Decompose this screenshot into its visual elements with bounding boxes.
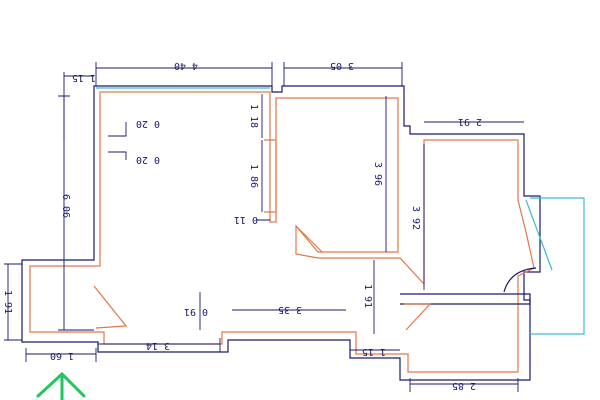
dim-corner-top: 1 15 bbox=[72, 72, 96, 83]
dim-line-top-right bbox=[283, 62, 403, 86]
dim-small-a: 0 20 bbox=[136, 118, 160, 129]
dim-bottom-center-width: 3 35 bbox=[278, 304, 302, 315]
dim-line-top-left bbox=[95, 62, 273, 86]
dim-line-small bbox=[108, 122, 127, 160]
dim-bottom-mid-width: 3 14 bbox=[146, 340, 170, 351]
dim-line-bottom-mid bbox=[98, 338, 221, 352]
dim-bottom-step: 1 15 bbox=[362, 346, 386, 357]
dim-top-left-width: 4 40 bbox=[174, 60, 198, 71]
north-arrow-icon bbox=[36, 371, 86, 400]
dim-top-right-width: 3 05 bbox=[330, 60, 354, 71]
dim-right-room-height: 3 96 bbox=[372, 162, 383, 186]
corridor-wall bbox=[400, 293, 531, 305]
accent-wall-right bbox=[525, 199, 553, 271]
dim-small-b: 0 20 bbox=[136, 154, 160, 165]
dim-partition-top: 1 18 bbox=[248, 104, 259, 128]
dim-line-bottom-right bbox=[409, 378, 519, 392]
dim-bottom-left-width: 1 60 bbox=[50, 350, 74, 361]
dim-line-left bbox=[58, 95, 94, 331]
dim-center-height: 1 91 bbox=[362, 284, 373, 308]
dim-line-left-stub bbox=[4, 263, 22, 341]
dim-left-height: 6 06 bbox=[60, 194, 71, 218]
dim-far-right-width: 2 91 bbox=[458, 116, 482, 127]
dim-line-bottom-left bbox=[25, 348, 97, 362]
dim-line-partition bbox=[256, 94, 270, 221]
dim-step-height: 0 91 bbox=[184, 306, 208, 317]
diagonal-wall-left bbox=[93, 285, 128, 329]
accent-wall-far-right bbox=[530, 197, 585, 335]
outer-wall bbox=[21, 85, 541, 381]
dim-bottom-right-width: 2 85 bbox=[452, 380, 476, 391]
dim-partition-mid: 1 86 bbox=[248, 164, 259, 188]
dim-partition-small: 0 11 bbox=[234, 214, 258, 225]
dim-left-stub-height: 1 91 bbox=[2, 290, 13, 314]
door-arc bbox=[503, 267, 537, 293]
dim-far-right-height: 3 92 bbox=[410, 206, 421, 230]
diagonal-wall-center bbox=[295, 225, 323, 253]
diagonal-wall-bottom bbox=[404, 303, 432, 331]
partition-wall bbox=[264, 139, 277, 213]
